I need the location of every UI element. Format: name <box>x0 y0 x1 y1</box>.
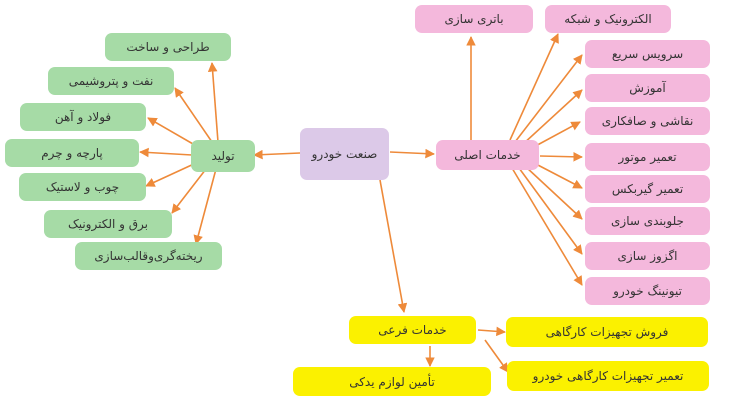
main-item-suspension: جلوبندی سازی <box>585 207 710 235</box>
sub-item-equipment-repair: تعمیر تجهیزات کارگاهی خودرو <box>507 361 709 391</box>
production-item-steel: فولاد و آهن <box>20 103 146 131</box>
arrow-sub-to-item-0 <box>477 326 506 337</box>
main-item-battery: باتری سازی <box>415 5 533 33</box>
main-item-label: آموزش <box>629 81 666 95</box>
arrow-main-to-item-3 <box>539 151 583 162</box>
arrow-production-to-item-4 <box>145 162 197 187</box>
production-item-casting: ریخته‌گری‌وقالب‌سازی <box>75 242 222 270</box>
production-item-label: پارچه و چرم <box>41 146 103 160</box>
arrow-main-to-item-5 <box>525 166 583 220</box>
sub-item-label: فروش تجهیزات کارگاهی <box>545 325 669 339</box>
sub-item-spare-parts: تأمین لوازم یدکی <box>293 367 491 396</box>
arrow-main-to-top-1 <box>509 33 559 141</box>
main-item-electronics-network: الکترونیک و شبکه <box>545 5 671 33</box>
sub-item-label: تعمیر تجهیزات کارگاهی خودرو <box>532 369 684 383</box>
main-item-exhaust: اگزوز سازی <box>585 242 710 270</box>
production-item-design: طراحی و ساخت <box>105 33 231 61</box>
production-item-wood-rubber: چوب و لاستیک <box>19 173 146 201</box>
main-item-label: اگزوز سازی <box>617 249 678 263</box>
sub-services-label: خدمات فرعی <box>378 323 447 337</box>
arrow-center-to-main-services <box>389 148 435 159</box>
main-item-tuning: تیونینگ خودرو <box>585 277 710 305</box>
production-label: تولید <box>211 149 235 163</box>
arrow-production-to-item-0 <box>207 62 219 143</box>
main-item-label: سرویس سریع <box>611 47 684 61</box>
main-item-label: تعمیر گیربکس <box>611 182 684 196</box>
sub-services-node: خدمات فرعی <box>349 316 476 344</box>
arrow-main-to-item-4 <box>533 162 583 189</box>
arrow-sub-to-item-1 <box>484 339 509 373</box>
arrow-production-to-item-5 <box>171 168 207 214</box>
main-item-painting: نقاشی و صافکاری <box>585 107 710 135</box>
main-services-node: خدمات اصلی <box>436 140 539 170</box>
main-item-training: آموزش <box>585 74 710 102</box>
arrow-main-to-item-0 <box>514 54 583 143</box>
production-item-textile: پارچه و چرم <box>5 139 139 167</box>
arrow-main-to-item-1 <box>521 89 583 146</box>
arrow-center-to-production <box>253 149 301 160</box>
main-item-label: الکترونیک و شبکه <box>564 12 652 26</box>
production-item-label: چوب و لاستیک <box>45 180 120 194</box>
arrow-main-to-item-6 <box>518 167 583 255</box>
main-item-engine-repair: تعمیر موتور <box>585 143 710 171</box>
production-item-label: برق و الکترونیک <box>67 217 149 231</box>
main-item-label: نقاشی و صافکاری <box>601 114 694 128</box>
production-item-label: نفت و پتروشیمی <box>68 74 154 88</box>
arrow-production-to-item-3 <box>139 147 193 158</box>
main-item-label: جلوبندی سازی <box>611 214 684 228</box>
sub-item-equipment-sales: فروش تجهیزات کارگاهی <box>506 317 708 347</box>
production-node: تولید <box>191 140 255 172</box>
production-item-petrochemical: نفت و پتروشیمی <box>48 67 174 95</box>
arrow-main-to-item-7 <box>511 167 583 286</box>
main-item-gearbox-repair: تعمیر گیربکس <box>585 175 710 203</box>
arrow-production-to-item-6 <box>193 168 217 245</box>
production-item-label: طراحی و ساخت <box>126 40 210 54</box>
arrow-center-to-sub-services <box>379 179 408 313</box>
main-item-quick-service: سرویس سریع <box>585 40 710 68</box>
main-item-label: تعمیر موتور <box>618 150 677 164</box>
center-node: صنعت خودرو <box>300 128 389 180</box>
production-item-electronics: برق و الکترونیک <box>44 210 172 238</box>
center-label: صنعت خودرو <box>311 147 378 161</box>
main-services-label: خدمات اصلی <box>454 148 521 162</box>
main-item-label: تیونینگ خودرو <box>613 284 682 298</box>
main-item-label: باتری سازی <box>444 12 504 26</box>
production-item-label: ریخته‌گری‌وقالب‌سازی <box>94 249 203 263</box>
production-item-label: فولاد و آهن <box>54 110 112 124</box>
arrow-production-to-item-1 <box>174 87 213 143</box>
sub-item-label: تأمین لوازم یدکی <box>349 374 435 389</box>
